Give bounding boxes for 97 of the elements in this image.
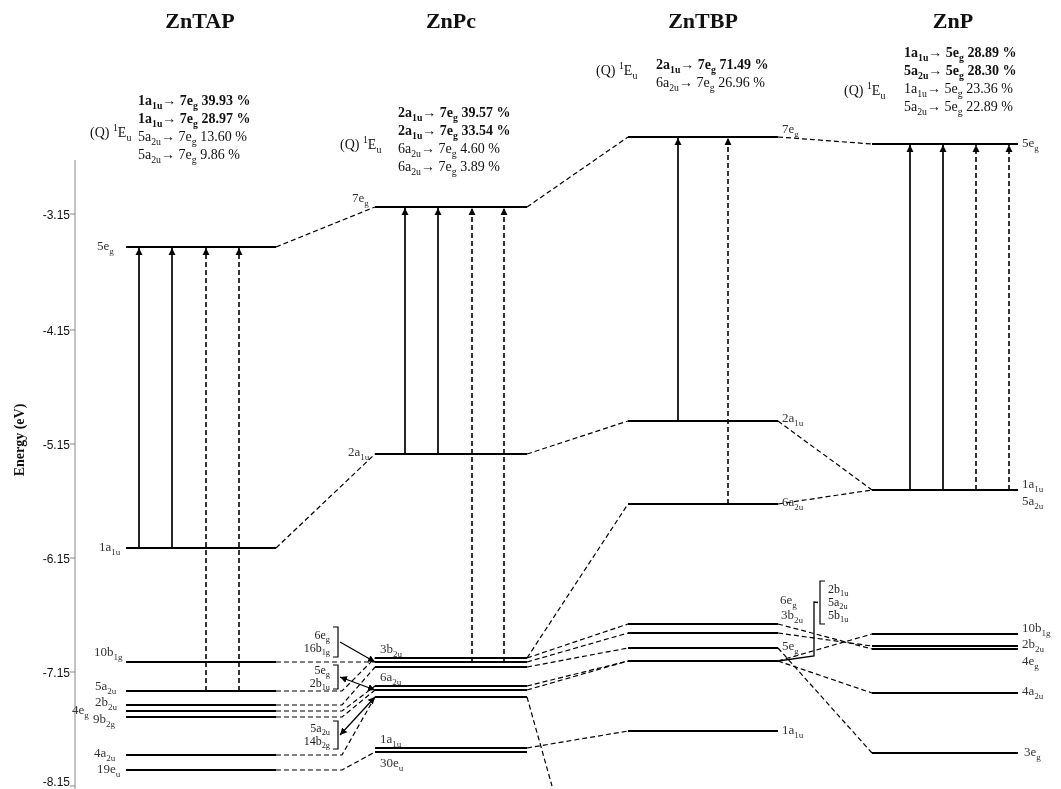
transition-text: (Q) $^{1}$E$_{u}$ <box>596 62 638 80</box>
transition-text: (Q) $^{1}$E$_{u}$ <box>90 124 132 142</box>
correlation-line <box>275 689 376 718</box>
transition-text: 1a$_{1u}$→ 5e$_{g}$ 28.89 % <box>904 44 1017 62</box>
level-label: 1a$_{1u}$ <box>380 731 402 746</box>
level-label: 5a$_{2u}$ <box>1022 493 1044 508</box>
level-label: 5a$_{2u}$ <box>828 596 848 609</box>
transition-text: (Q) $^{1}$E$_{u}$ <box>844 82 886 100</box>
tick-label: -6.15 <box>42 551 70 568</box>
level-label: 2a$_{1u}$ <box>348 444 370 459</box>
correlation-line <box>777 660 873 694</box>
level-label: 5e$_{g}$ <box>314 664 330 677</box>
transition-arrow <box>939 144 947 491</box>
energy-level-line <box>375 666 527 668</box>
transition-text: 6a$_{2u}$→ 7e$_{g}$ 4.60 % <box>398 141 500 158</box>
transition-arrow <box>972 144 980 491</box>
transition-arrow <box>202 247 210 692</box>
tick-label: -5.15 <box>42 437 70 454</box>
energy-level-line <box>375 661 527 663</box>
tick-label: -3.15 <box>42 207 70 224</box>
transition-arrow <box>906 144 914 491</box>
correlation-line <box>777 623 873 650</box>
energy-level-line <box>628 660 778 662</box>
level-label: 14b$_{2g}$ <box>303 735 330 748</box>
correlation-line <box>777 489 873 505</box>
level-label: 6a$_{2u}$ <box>782 494 804 509</box>
correlation-line <box>777 420 873 491</box>
correlation-line <box>777 647 873 754</box>
column-title: ZnTAP <box>165 12 235 30</box>
level-label: 5b$_{1u}$ <box>828 609 849 622</box>
level-label: 6a$_{2u}$ <box>380 669 402 684</box>
energy-level-line <box>375 696 527 698</box>
transition-text: 2a$_{1u}$→ 7e$_{g}$ 71.49 % <box>656 56 769 74</box>
correlation-line <box>275 453 376 549</box>
tick-label: -8.15 <box>42 774 70 789</box>
transition-text: 2a$_{1u}$→ 7e$_{g}$ 33.54 % <box>398 123 511 140</box>
transition-text: 5a$_{2u}$→ 5e$_{g}$ 22.89 % <box>904 99 1013 116</box>
energy-level-line <box>375 689 527 691</box>
correlation-line <box>777 136 873 145</box>
level-label: 2b$_{1u}$ <box>828 583 849 596</box>
level-label: 4a$_{2u}$ <box>94 745 116 760</box>
correlation-line <box>275 666 376 706</box>
correlation-line <box>275 685 376 712</box>
level-label: 4a$_{2u}$ <box>1022 683 1044 698</box>
transition-text: 5a$_{2u}$→ 7e$_{g}$ 13.60 % <box>138 129 247 146</box>
transition-arrow <box>724 137 732 505</box>
correlation-line <box>526 623 629 659</box>
correlation-line <box>526 696 553 787</box>
tick-label: -7.15 <box>42 665 70 682</box>
transition-text: 1a$_{1u}$→ 7e$_{g}$ 28.97 % <box>138 111 251 128</box>
transition-text: 6a$_{2u}$→ 7e$_{g}$ 26.96 % <box>656 75 765 92</box>
correlation-line <box>275 661 376 663</box>
transition-text: 1a$_{1u}$→ 5e$_{g}$ 23.36 % <box>904 81 1013 98</box>
transition-arrow <box>1005 144 1013 491</box>
transition-arrow <box>235 247 243 692</box>
transition-text: (Q) $^{1}$E$_{u}$ <box>340 136 382 154</box>
transition-arrow <box>401 207 409 455</box>
correlation-line <box>526 632 629 663</box>
column-title: ZnTBP <box>668 12 738 30</box>
level-label: 2b$_{2u}$ <box>95 694 118 709</box>
transition-arrow <box>468 207 476 663</box>
leader-line <box>777 601 819 662</box>
correlation-line <box>526 420 629 455</box>
level-label: 2b$_{2u}$ <box>1022 636 1045 651</box>
transition-text: 6a$_{2u}$→ 7e$_{g}$ 3.89 % <box>398 159 500 176</box>
level-label: 2a$_{1u}$ <box>782 410 804 425</box>
transition-arrow <box>168 247 176 549</box>
transition-arrow <box>434 207 442 455</box>
level-label: 30e$_{u}$ <box>380 755 404 770</box>
arrow <box>339 676 376 691</box>
column-title: ZnP <box>932 12 974 30</box>
correlation-line <box>275 206 376 248</box>
transition-text: 1a$_{1u}$→ 7e$_{g}$ 39.93 % <box>138 92 251 110</box>
transition-arrow <box>135 247 143 549</box>
correlation-line <box>526 730 629 749</box>
level-label: 1a$_{1u}$ <box>782 722 804 737</box>
level-label: 1a$_{1u}$ <box>99 539 121 554</box>
tick-label: -4.15 <box>42 323 70 340</box>
arrow <box>339 696 376 736</box>
correlation-line <box>526 647 629 668</box>
level-label: 5a$_{2u}$ <box>95 678 117 693</box>
correlation-line <box>526 136 629 208</box>
axis-title: Energy (eV) <box>11 403 28 477</box>
level-label: 3b$_{2u}$ <box>380 641 403 656</box>
column-title: ZnPc <box>425 12 477 30</box>
transition-text: 5a$_{2u}$→ 7e$_{g}$ 9.86 % <box>138 147 240 164</box>
correlation-line <box>777 632 873 647</box>
arrow <box>339 641 376 663</box>
level-label: 5a$_{2u}$ <box>310 722 330 735</box>
transition-arrow <box>674 137 682 422</box>
level-label: 19e$_{u}$ <box>97 761 121 776</box>
level-label: 1a$_{1u}$ <box>1022 476 1044 491</box>
transition-text: 2a$_{1u}$→ 7e$_{g}$ 39.57 % <box>398 104 511 122</box>
transition-text: 5a$_{2u}$→ 5e$_{g}$ 28.30 % <box>904 63 1017 80</box>
transition-arrow <box>500 207 508 663</box>
correlation-line <box>275 751 376 771</box>
level-label: 6e$_{g}$ <box>314 629 330 642</box>
